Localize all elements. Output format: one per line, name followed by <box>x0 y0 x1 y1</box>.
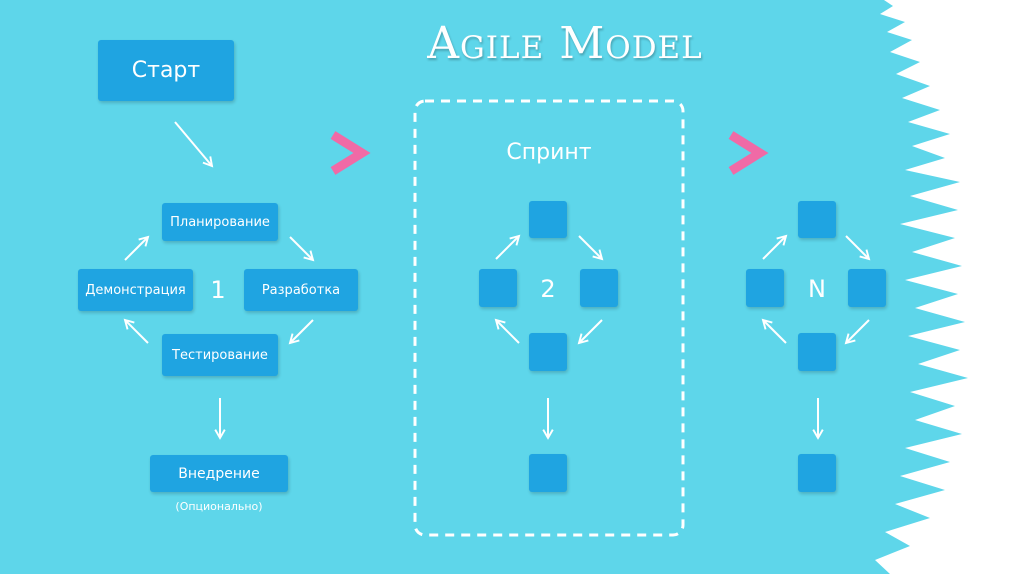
sprintN-right-box <box>848 269 886 307</box>
arrow-cycle <box>495 234 521 260</box>
sprint2-left-box <box>479 269 517 307</box>
arrow-development-to-testing <box>288 319 314 345</box>
testing-box: Тестирование <box>162 334 278 376</box>
arrow-cycle <box>762 234 788 260</box>
iteration-number: N <box>808 275 826 303</box>
development-box: Разработка <box>244 269 358 311</box>
arrow-cycle <box>494 318 520 344</box>
arrow-cycle <box>578 235 604 261</box>
optional-label: (Опционально) <box>175 500 263 513</box>
iteration-number: 2 <box>540 275 556 303</box>
sprint2-bottom-box <box>529 333 567 371</box>
arrow-testing-to-demo <box>123 318 149 344</box>
sprintN-deploy-box <box>798 454 836 492</box>
sprint2-deploy-box <box>529 454 567 492</box>
sprint-dashed-frame <box>413 99 685 537</box>
sprintN-bottom-box <box>798 333 836 371</box>
arrow-cycle <box>577 319 603 345</box>
planning-box: Планирование <box>162 203 278 241</box>
arrow-cycle <box>845 235 871 261</box>
arrow-cycle <box>844 319 870 345</box>
arrow-planning-to-development <box>289 236 315 262</box>
sprint2-top-box <box>529 201 567 238</box>
sprint2-right-box <box>580 269 618 307</box>
chevron-right-icon <box>330 131 371 175</box>
start-box: Старт <box>98 40 234 101</box>
arrow-start-to-planning <box>174 121 214 168</box>
deploy-box: Внедрение <box>150 455 288 492</box>
arrow-demo-to-planning <box>124 235 150 261</box>
chevron-right-icon <box>728 131 769 175</box>
sprintN-top-box <box>798 201 836 238</box>
arrow-cycle <box>761 318 787 344</box>
demo-box: Демонстрация <box>78 269 193 311</box>
iteration-number: 1 <box>210 276 226 304</box>
sprint-title: Спринт <box>506 140 592 165</box>
slide-title: Agile Model <box>427 18 703 69</box>
sprintN-left-box <box>746 269 784 307</box>
